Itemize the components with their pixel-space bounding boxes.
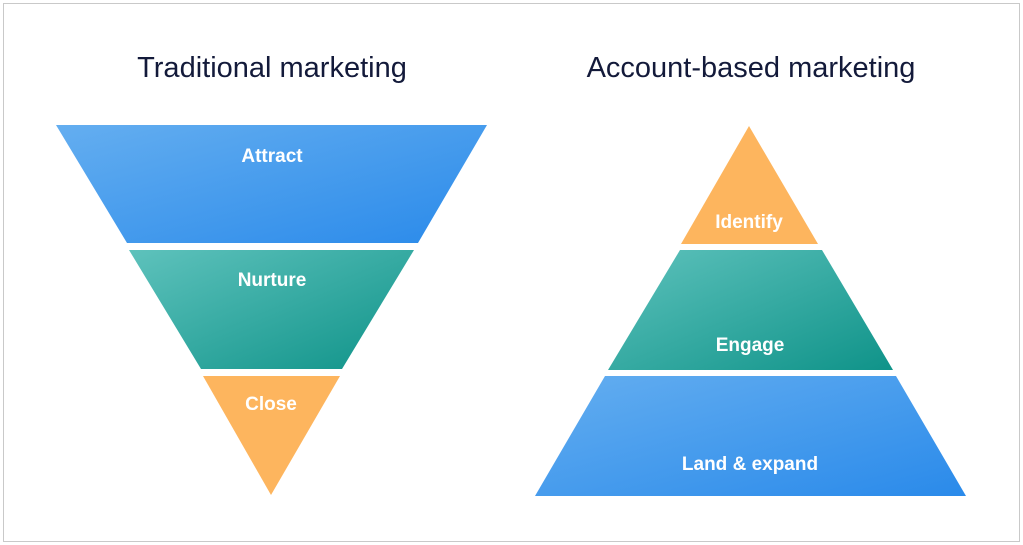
abm-pyramid: Identify Engage Land & expand xyxy=(535,126,966,496)
identify-label: Identify xyxy=(715,212,783,233)
traditional-funnel: Attract Nurture Close xyxy=(56,125,487,495)
attract-label: Attract xyxy=(241,146,303,167)
pyramid-stage-engage xyxy=(608,250,893,370)
close-label: Close xyxy=(245,394,297,415)
funnel-stage-attract xyxy=(56,125,487,243)
engage-label: Engage xyxy=(716,335,785,356)
pyramid-stage-land-expand xyxy=(535,376,966,496)
funnel-stage-nurture xyxy=(129,250,414,369)
traditional-marketing-title: Traditional marketing xyxy=(137,52,407,84)
land-expand-label: Land & expand xyxy=(682,454,818,475)
nurture-label: Nurture xyxy=(238,270,307,291)
abm-title: Account-based marketing xyxy=(586,52,916,84)
pyramid-stage-identify xyxy=(681,126,818,244)
funnel-stage-close xyxy=(203,376,340,495)
